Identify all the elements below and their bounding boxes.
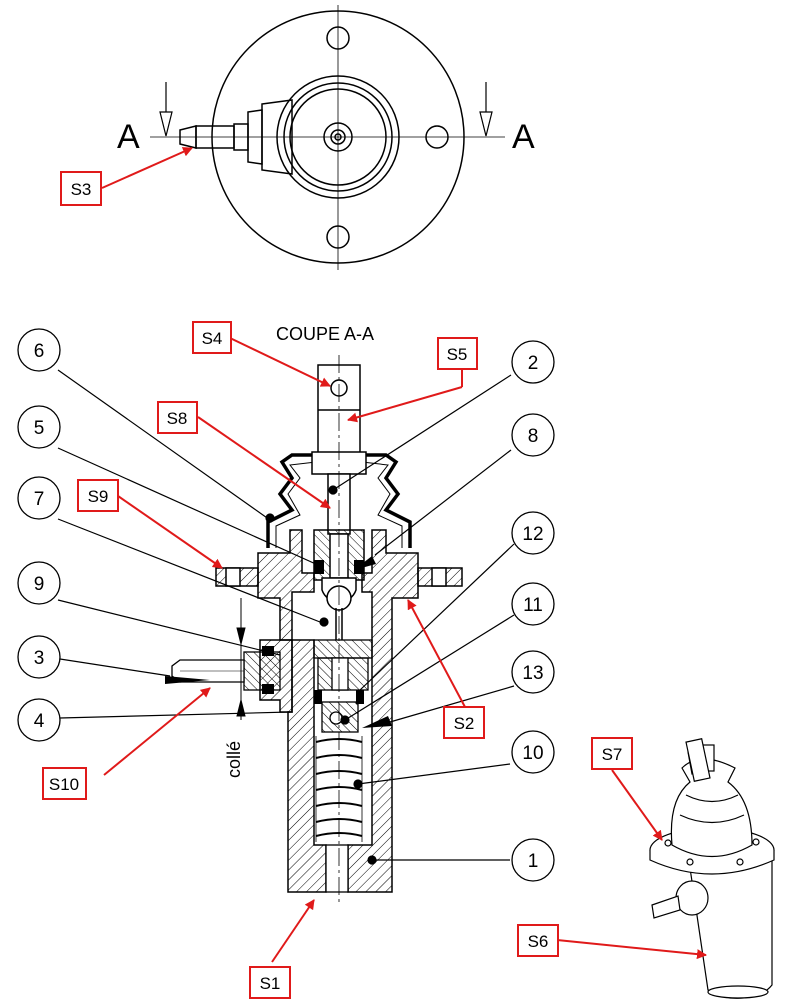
part-number-13: 13 <box>522 663 543 684</box>
pointer-13 <box>362 716 392 728</box>
surface-label-s3: S3 <box>71 180 92 199</box>
part-number-11: 11 <box>523 595 543 616</box>
surface-label-s1: S1 <box>260 974 281 993</box>
part-number-6: 6 <box>34 341 45 362</box>
part-number-5: 5 <box>34 418 45 439</box>
surface-label-s2: S2 <box>454 714 475 733</box>
surface-label-s7: S7 <box>602 745 623 764</box>
section-arrows <box>159 82 493 137</box>
part-number-8: 8 <box>528 426 539 447</box>
part-number-9: 9 <box>34 574 45 595</box>
pointer-8 <box>354 556 376 570</box>
part-number-2: 2 <box>528 353 539 374</box>
part-number-10: 10 <box>522 743 543 764</box>
surface-label-s5: S5 <box>447 345 468 364</box>
part-leaders <box>57 369 515 865</box>
part-number-12: 12 <box>522 524 543 545</box>
surface-label-s9: S9 <box>88 487 109 506</box>
colle-dimension <box>236 598 246 720</box>
section-letter-left: A <box>117 118 140 156</box>
part-number-1: 1 <box>528 851 539 872</box>
top-view <box>150 5 505 270</box>
part-number-3: 3 <box>34 648 45 669</box>
surface-label-s10: S10 <box>49 775 79 794</box>
outlet-bore <box>325 844 349 893</box>
pointer-3 <box>165 676 210 684</box>
surface-label-boxes <box>42 171 633 999</box>
part-number-7: 7 <box>34 489 45 510</box>
surface-leaders <box>101 147 707 963</box>
isometric-view <box>649 738 775 999</box>
valve-assembly <box>313 608 373 733</box>
surface-label-s6: S6 <box>528 932 549 951</box>
side-nozzle <box>171 651 281 691</box>
part-balloons <box>17 328 555 882</box>
section-letter-right: A <box>512 118 535 156</box>
part-number-4: 4 <box>34 711 45 732</box>
surface-label-s4: S4 <box>202 329 223 348</box>
surface-label-s8: S8 <box>167 409 188 428</box>
section-title: COUPE A-A <box>276 324 374 344</box>
colle-label: collé <box>224 741 244 778</box>
